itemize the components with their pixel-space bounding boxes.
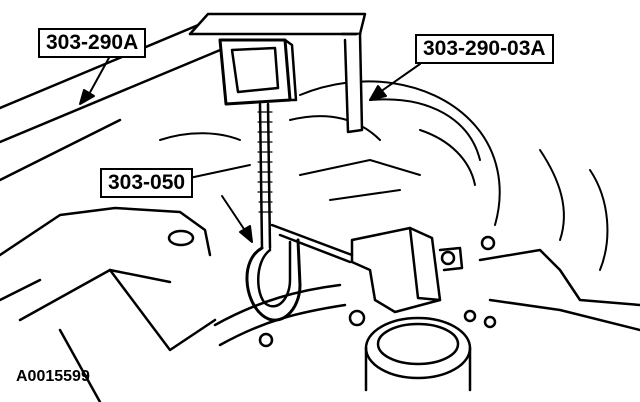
leader-303-290A [79,55,111,105]
strut-tower [0,206,217,402]
threaded-rod [257,102,273,250]
lifting-fixture-303-290A [188,12,367,134]
callout-303-050: 303-050 [100,168,194,198]
throttle-body [364,235,640,392]
lifting-hook-303-050 [245,223,354,322]
leader-303-290-03A [369,63,421,101]
figure-id: A0015599 [16,368,90,385]
callout-303-290A: 303-290A [38,28,147,58]
frame-rail [0,16,227,182]
leader-303-050 [221,195,253,243]
callout-303-290-03A: 303-290-03A [415,34,554,64]
hose-bracket [213,283,366,348]
lifting-bracket [350,226,464,314]
